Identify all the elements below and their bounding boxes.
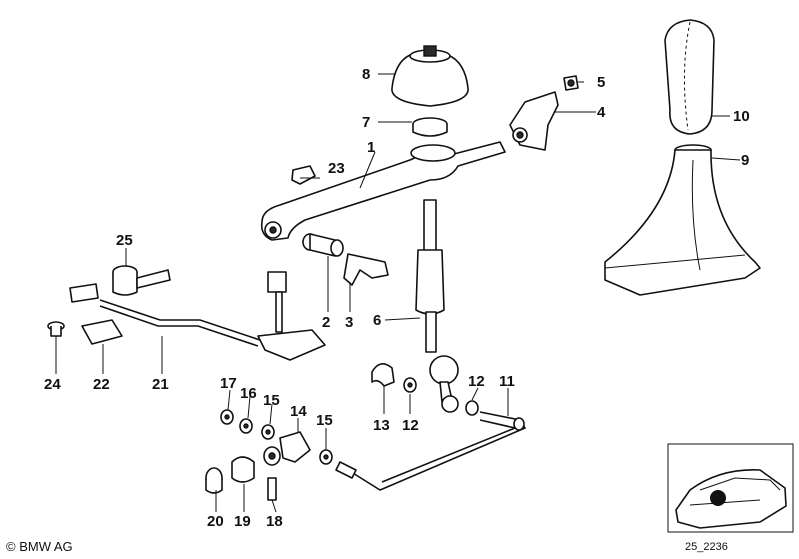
callout-8: 8 bbox=[362, 66, 370, 83]
callout-15b: 15 bbox=[316, 412, 333, 429]
callout-18: 18 bbox=[266, 513, 283, 530]
diagram-id: 25_2236 bbox=[685, 541, 728, 553]
car-location-inset bbox=[667, 443, 794, 533]
pin-part[interactable] bbox=[267, 477, 277, 501]
callout-labels: 8 7 1 5 4 10 9 23 25 2 3 6 24 22 21 17 1… bbox=[44, 66, 750, 530]
shift-rod-part[interactable] bbox=[335, 411, 527, 491]
callout-1: 1 bbox=[367, 139, 375, 156]
ring-17-part[interactable] bbox=[220, 409, 234, 425]
copyright-icon: © bbox=[6, 539, 16, 554]
callout-10: 10 bbox=[733, 108, 750, 125]
callout-6: 6 bbox=[373, 312, 381, 329]
washer-part[interactable] bbox=[403, 377, 479, 416]
callout-12a: 12 bbox=[468, 373, 485, 390]
callout-7: 7 bbox=[362, 114, 370, 131]
callout-17: 17 bbox=[220, 375, 237, 392]
bushing-part[interactable] bbox=[302, 233, 344, 257]
callout-22: 22 bbox=[93, 376, 110, 393]
washer-15-part[interactable] bbox=[261, 424, 333, 465]
washer-16-part[interactable] bbox=[239, 418, 253, 434]
copyright-notice: © BMW AG bbox=[6, 539, 73, 554]
cable-part[interactable] bbox=[99, 271, 326, 361]
clip-part[interactable] bbox=[291, 165, 316, 185]
push-rivet-part[interactable] bbox=[47, 321, 65, 337]
clip-bracket-part[interactable] bbox=[343, 253, 389, 286]
shift-knob-part[interactable] bbox=[664, 19, 715, 135]
callout-23: 23 bbox=[328, 160, 345, 177]
bearing-ring-part[interactable] bbox=[412, 117, 448, 137]
retaining-clip-part[interactable] bbox=[371, 363, 395, 387]
callout-3: 3 bbox=[345, 314, 353, 331]
copyright-text: BMW AG bbox=[19, 539, 73, 554]
callout-25: 25 bbox=[116, 232, 133, 249]
callout-12b: 12 bbox=[402, 417, 419, 434]
callout-21: 21 bbox=[152, 376, 169, 393]
callout-14: 14 bbox=[290, 403, 307, 420]
callout-16: 16 bbox=[240, 385, 257, 402]
nut-part[interactable] bbox=[563, 75, 579, 91]
callout-24: 24 bbox=[44, 376, 61, 393]
leader-lines bbox=[55, 73, 741, 513]
location-marker-icon bbox=[710, 490, 726, 506]
bushing-sleeve-part[interactable] bbox=[231, 456, 255, 483]
bracket-part[interactable] bbox=[509, 91, 559, 151]
callout-5: 5 bbox=[597, 74, 605, 91]
callout-15a: 15 bbox=[263, 392, 280, 409]
callout-13: 13 bbox=[373, 417, 390, 434]
callout-20: 20 bbox=[207, 513, 224, 530]
callout-9: 9 bbox=[741, 152, 749, 169]
callout-2: 2 bbox=[322, 314, 330, 331]
small-bushing-part[interactable] bbox=[205, 467, 223, 494]
clamp-part[interactable] bbox=[81, 319, 123, 345]
selector-rod-part[interactable] bbox=[415, 199, 459, 413]
callout-11: 11 bbox=[499, 373, 515, 390]
switch-part[interactable] bbox=[69, 265, 171, 303]
shift-boot-part[interactable] bbox=[604, 144, 761, 296]
callout-19: 19 bbox=[234, 513, 251, 530]
joint-body-part[interactable] bbox=[263, 431, 311, 466]
bellows-part[interactable] bbox=[391, 45, 469, 107]
callout-4: 4 bbox=[597, 104, 606, 121]
shift-lever-arm-part[interactable] bbox=[260, 141, 506, 241]
